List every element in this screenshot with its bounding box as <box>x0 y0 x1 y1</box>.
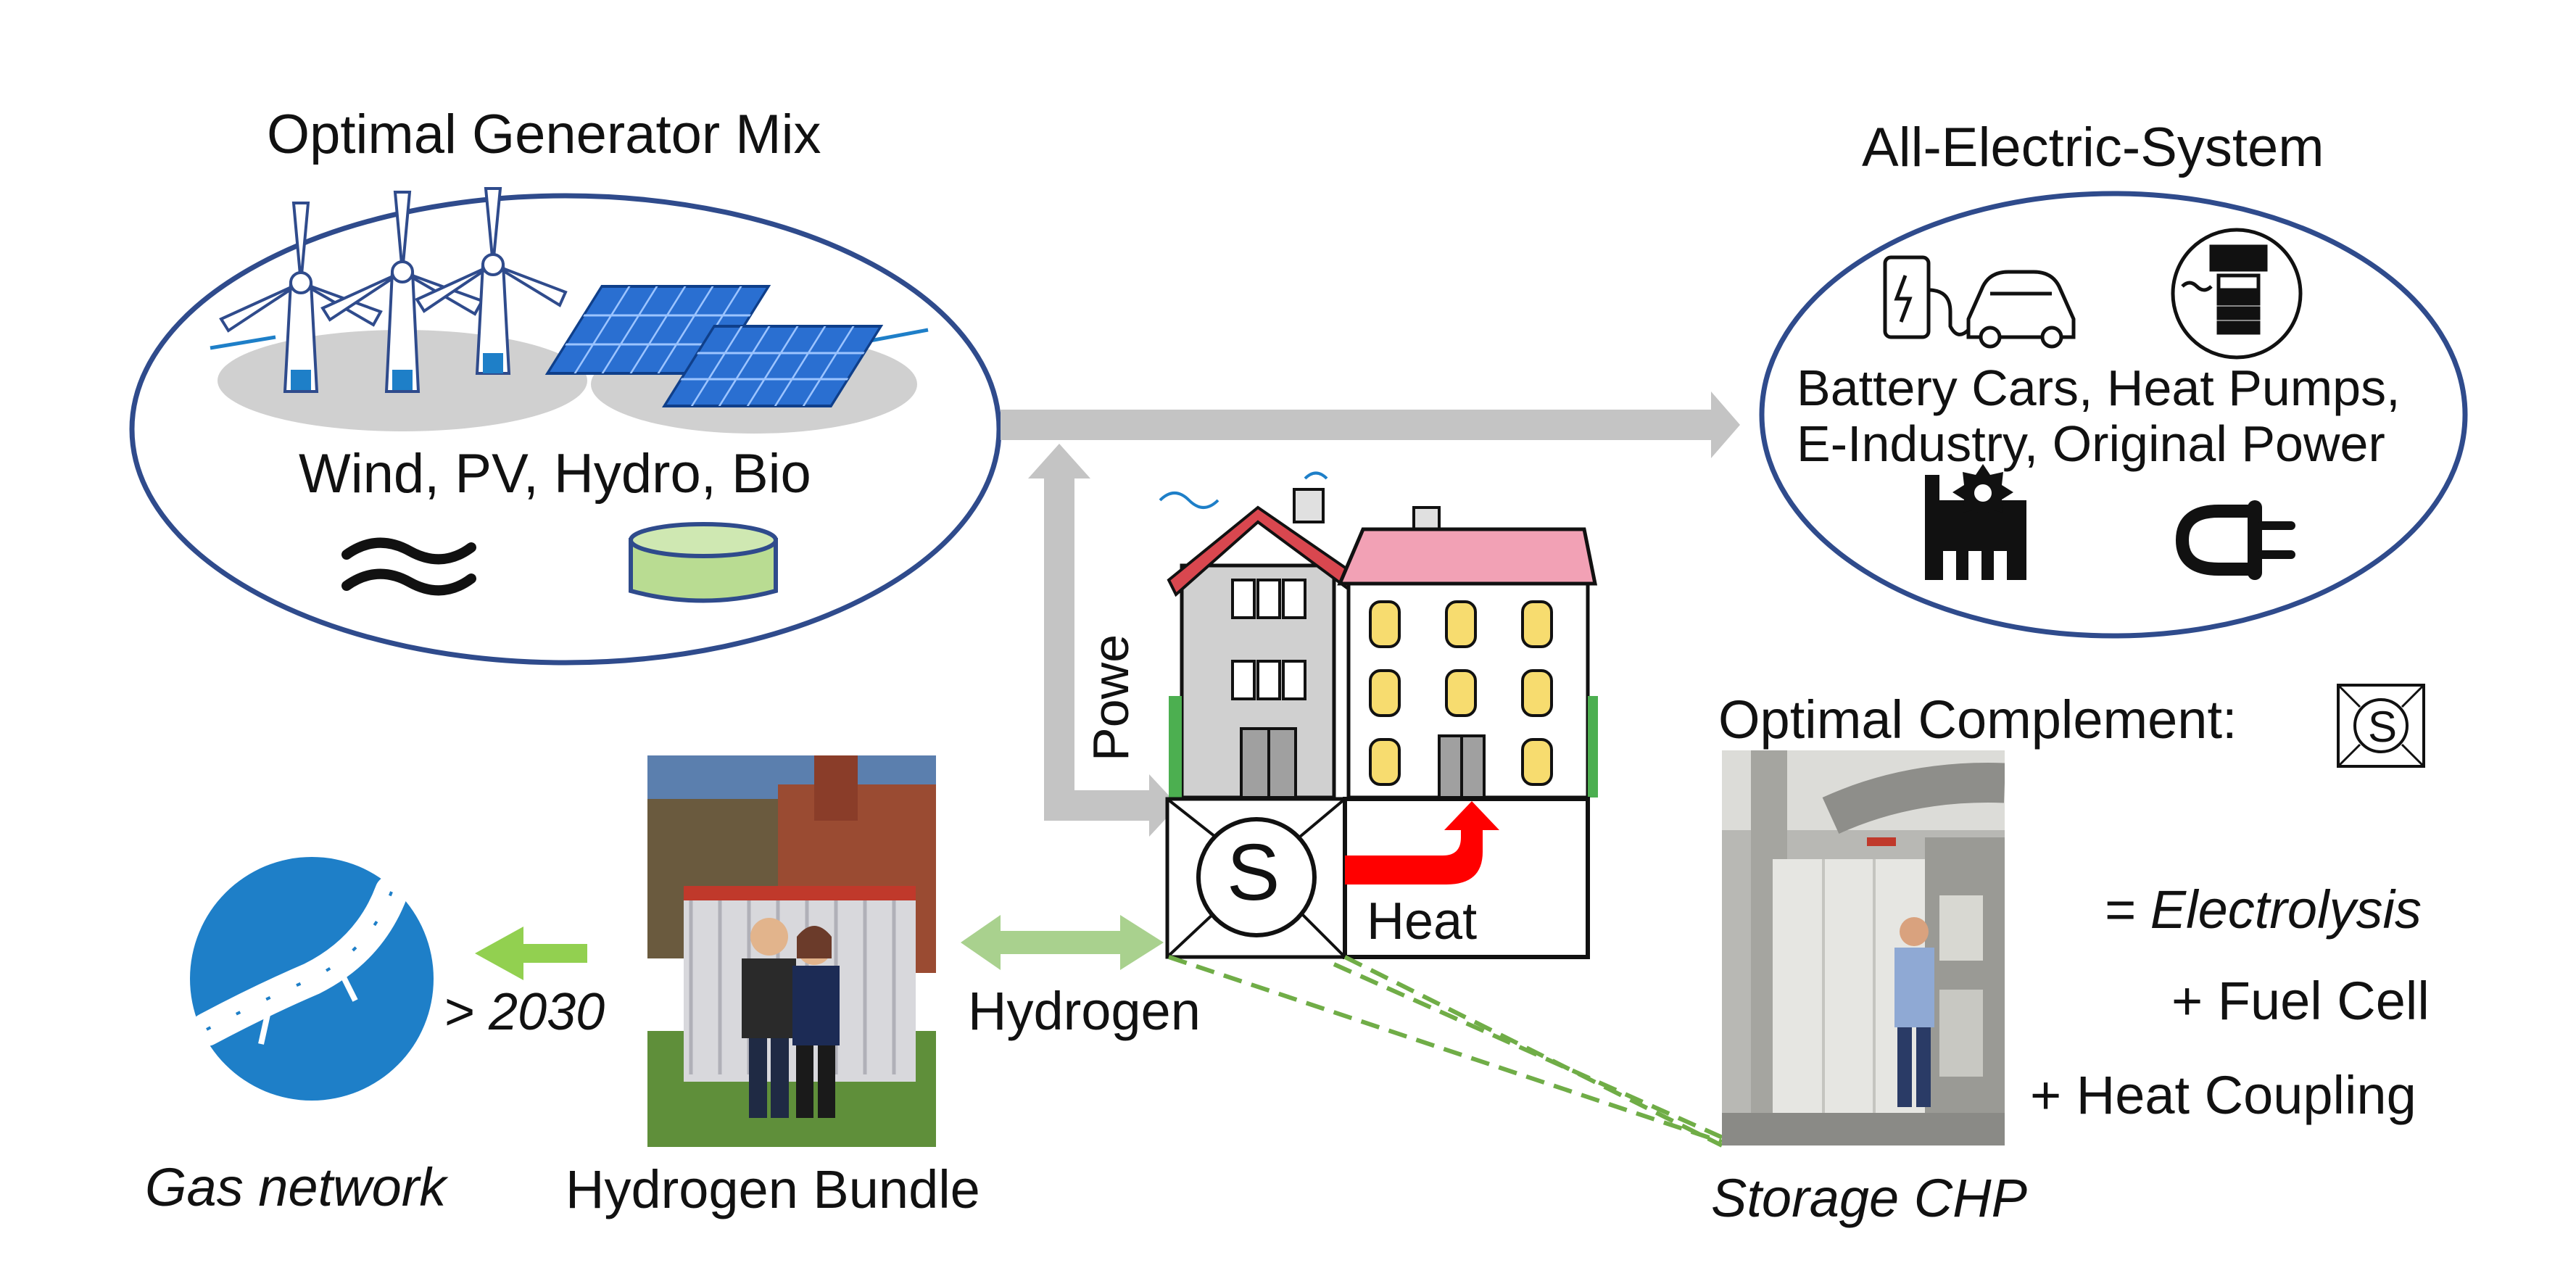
hydrogen-link-label: Hydrogen <box>968 981 1201 1041</box>
gas-network-caption: Gas network <box>145 1157 447 1217</box>
storage-chp-caption: Storage CHP <box>1711 1168 2027 1228</box>
ev-charger-car-icon <box>1883 255 2076 349</box>
complement-title: Optimal Complement: <box>1718 689 2237 750</box>
year-label: > 2030 <box>444 983 605 1041</box>
hydrogen-bundle-photo <box>647 755 936 1147</box>
heat-label: Heat <box>1367 892 1478 950</box>
heat-arrow <box>1345 801 1499 884</box>
all-electric-line1: Battery Cars, Heat Pumps, <box>1797 360 2401 416</box>
complement-symbol-label: S <box>2368 703 2398 751</box>
complement-storage-symbol <box>2337 684 2425 768</box>
power-flow-arrows <box>1001 392 1740 837</box>
complement-electrolysis: = Electrolysis <box>2104 879 2422 940</box>
complement-fuel-cell: + Fuel Cell <box>2171 971 2430 1031</box>
pv-panels-icon <box>544 285 884 407</box>
storage-link-dashes <box>1168 955 1726 1148</box>
complement-heat-coupling: + Heat Coupling <box>2030 1065 2416 1125</box>
all-electric-title: All-Electric-System <box>1862 117 2324 178</box>
gas-network-icon <box>190 857 434 1101</box>
bio-tank-icon <box>629 522 778 603</box>
storage-chp-unit <box>1165 797 1347 959</box>
generator-mix-ellipse <box>129 193 1002 666</box>
gas-feed-arrow <box>475 927 587 980</box>
power-label: Powe <box>1082 634 1139 761</box>
storage-symbol-label: S <box>1227 828 1280 917</box>
generator-sources-label: Wind, PV, Hydro, Bio <box>299 443 811 505</box>
factory-icon <box>1925 464 2026 580</box>
houses-illustration <box>1159 471 1598 800</box>
hydrogen-bundle-caption: Hydrogen Bundle <box>566 1159 980 1219</box>
storage-chp-photo <box>1722 750 2005 1146</box>
heat-pump-icon <box>2171 228 2303 360</box>
hydrogen-double-arrow <box>961 915 1164 970</box>
wind-turbines-icon <box>219 187 568 393</box>
generator-mix-title: Optimal Generator Mix <box>267 104 821 165</box>
hydro-waves-icon <box>341 537 476 596</box>
power-plug-icon <box>2175 500 2295 580</box>
all-electric-line2: E-Industry, Original Power <box>1797 415 2385 472</box>
